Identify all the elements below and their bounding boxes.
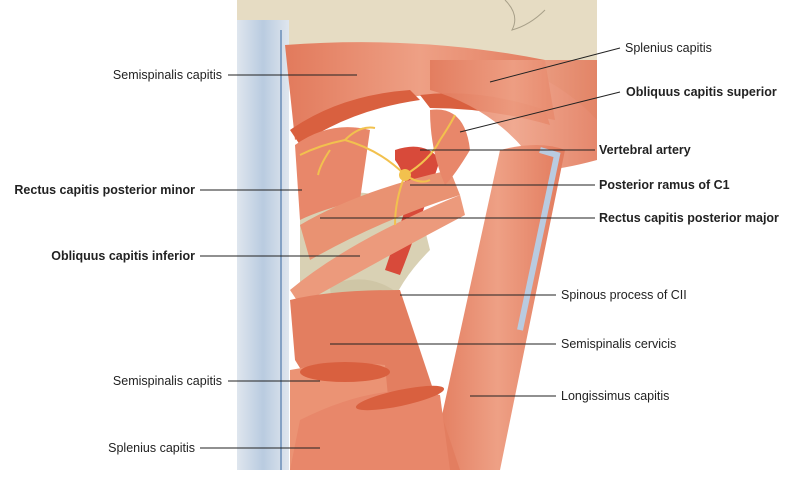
label-splenius-capitis-lower: Splenius capitis (108, 441, 195, 455)
skull-suture (504, 0, 546, 31)
splenius-capitis-lower (290, 390, 450, 470)
leader-lines (200, 47, 621, 449)
rectus-capitis-posterior-minor (295, 127, 370, 220)
obliquus-capitis-superior (430, 109, 470, 185)
label-splenius-capitis-upper: Splenius capitis (625, 41, 712, 55)
splenius-capitis-muscle (430, 60, 597, 170)
label-rectus-capitis-posterior-minor: Rectus capitis posterior minor (14, 183, 195, 197)
skull-occipital-bone (237, 0, 597, 120)
label-obliquus-capitis-superior: Obliquus capitis superior (626, 85, 777, 99)
posterior-ramus-c1-nerve (299, 114, 456, 226)
label-longissimus-capitis: Longissimus capitis (561, 389, 670, 403)
label-semispinalis-capitis-lower: Semispinalis capitis (112, 374, 222, 388)
fascia-left (237, 20, 289, 470)
longissimus-capitis-muscle (430, 145, 565, 470)
label-semispinalis-cervicis: Semispinalis cervicis (561, 337, 677, 351)
label-obliquus-capitis-inferior: Obliquus capitis inferior (51, 249, 195, 263)
obliquus-capitis-inferior (290, 195, 465, 305)
label-semispinalis-capitis-upper: Semispinalis capitis (112, 68, 222, 82)
rectus-capitis-posterior-major (300, 170, 460, 260)
label-vertebral-artery: Vertebral artery (599, 143, 691, 157)
label-posterior-ramus-c1: Posterior ramus of C1 (599, 178, 730, 192)
label-spinous-process-c2: Spinous process of CII (561, 288, 687, 302)
label-rectus-capitis-posterior-major: Rectus capitis posterior major (599, 211, 779, 225)
